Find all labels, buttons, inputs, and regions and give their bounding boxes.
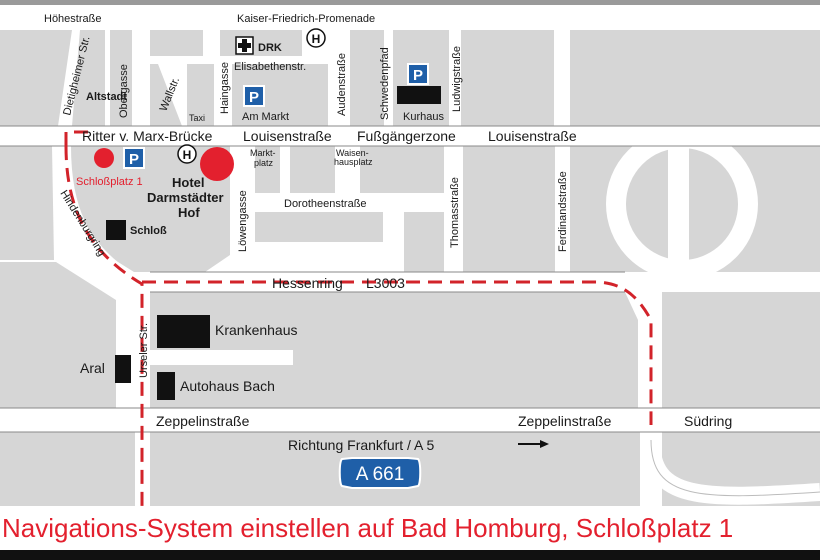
street-label: Louisenstraße [243, 128, 332, 144]
parking-icon: P [123, 147, 145, 169]
street-label: Hessenring [272, 275, 343, 291]
direction-arrow-icon [518, 440, 549, 448]
street-label: Louisenstraße [488, 128, 577, 144]
aral-building [115, 355, 131, 383]
street-label: Löwengasse [237, 190, 249, 252]
place-label: Altstadt [86, 91, 127, 103]
street-label: platz [254, 158, 274, 168]
place-label: Taxi [189, 113, 205, 123]
hotel-marker [200, 147, 234, 181]
bottom-edge-bar [0, 550, 820, 560]
street-label: Fußgängerzone [357, 128, 456, 144]
place-label: Darmstädter [147, 190, 224, 205]
place-label: Schloßplatz 1 [76, 176, 143, 188]
place-label: Am Markt [242, 111, 289, 123]
schloss-building [106, 220, 126, 240]
street-label: Kaiser-Friedrich-Promenade [237, 13, 375, 25]
street-label: Südring [684, 413, 732, 429]
cross-icon [235, 36, 254, 55]
route-dashed [64, 130, 653, 506]
direction-label: Richtung Frankfurt / A 5 [288, 437, 435, 453]
svg-text:P: P [413, 67, 423, 84]
h-circle-icon: H [177, 144, 197, 164]
svg-text:H: H [183, 148, 192, 162]
hindenburgring-road [53, 145, 135, 290]
top-edge-bar [0, 0, 820, 5]
street-label: hausplatz [334, 157, 373, 167]
place-label: Autohaus Bach [180, 378, 275, 394]
street-label: Waisen- [336, 148, 369, 158]
place-label: Hof [178, 205, 200, 220]
svg-text:H: H [312, 32, 321, 46]
street-label: Ludwigstraße [451, 46, 463, 112]
place-label: Hotel [172, 175, 205, 190]
street-label: L3003 [366, 275, 405, 291]
h-circle-icon: H [306, 28, 326, 48]
krankenhaus-building [157, 315, 210, 348]
street-label: Audenstraße [336, 53, 348, 116]
roundabout [606, 128, 758, 280]
street-label: Ritter v. Marx-Brücke [82, 128, 213, 144]
place-label: Kurhaus [403, 111, 444, 123]
kurhaus-building [397, 86, 441, 104]
place-label: Aral [80, 360, 105, 376]
place-label: Krankenhaus [215, 322, 298, 338]
street-label: Schwedenpfad [379, 47, 391, 120]
road-edges [0, 125, 820, 433]
schloss-area [70, 146, 230, 272]
svg-text:P: P [129, 151, 139, 168]
street-label: Urseler Str. [138, 323, 150, 378]
street-label: Dorotheenstraße [284, 198, 367, 210]
svg-text:A 661: A 661 [356, 464, 405, 485]
street-label: Elisabethenstr. [234, 61, 306, 73]
street-label: Zeppelinstraße [156, 413, 250, 429]
svg-text:P: P [249, 89, 259, 106]
street-label: Zeppelinstraße [518, 413, 612, 429]
parking-icon: P [407, 63, 429, 85]
city-blocks [0, 30, 820, 506]
a661-badge: A 661 [338, 457, 422, 489]
street-label: Obergasse [118, 64, 130, 118]
street-label: Markt- [250, 148, 276, 158]
place-label: Schloß [130, 225, 167, 237]
autohaus-building [157, 372, 175, 400]
footer-instruction: Navigations-System einstellen auf Bad Ho… [2, 513, 734, 543]
schlossplatz-marker [94, 148, 114, 168]
street-label: Haingasse [219, 62, 231, 114]
street-label: Thomasstraße [449, 177, 461, 248]
street-label: Ferdinandstraße [557, 171, 569, 252]
highway-ramp [642, 439, 820, 505]
parking-icon: P [243, 85, 265, 107]
street-label: Höhestraße [44, 13, 101, 25]
place-label: DRK [258, 42, 282, 54]
